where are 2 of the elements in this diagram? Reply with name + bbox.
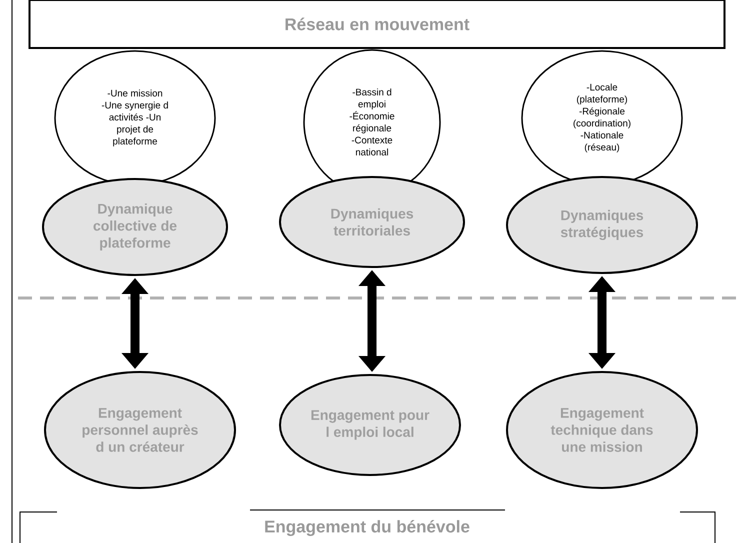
title-box: Réseau en mouvement <box>28 0 726 49</box>
footer-title: Engagement du bénévole <box>265 520 470 536</box>
